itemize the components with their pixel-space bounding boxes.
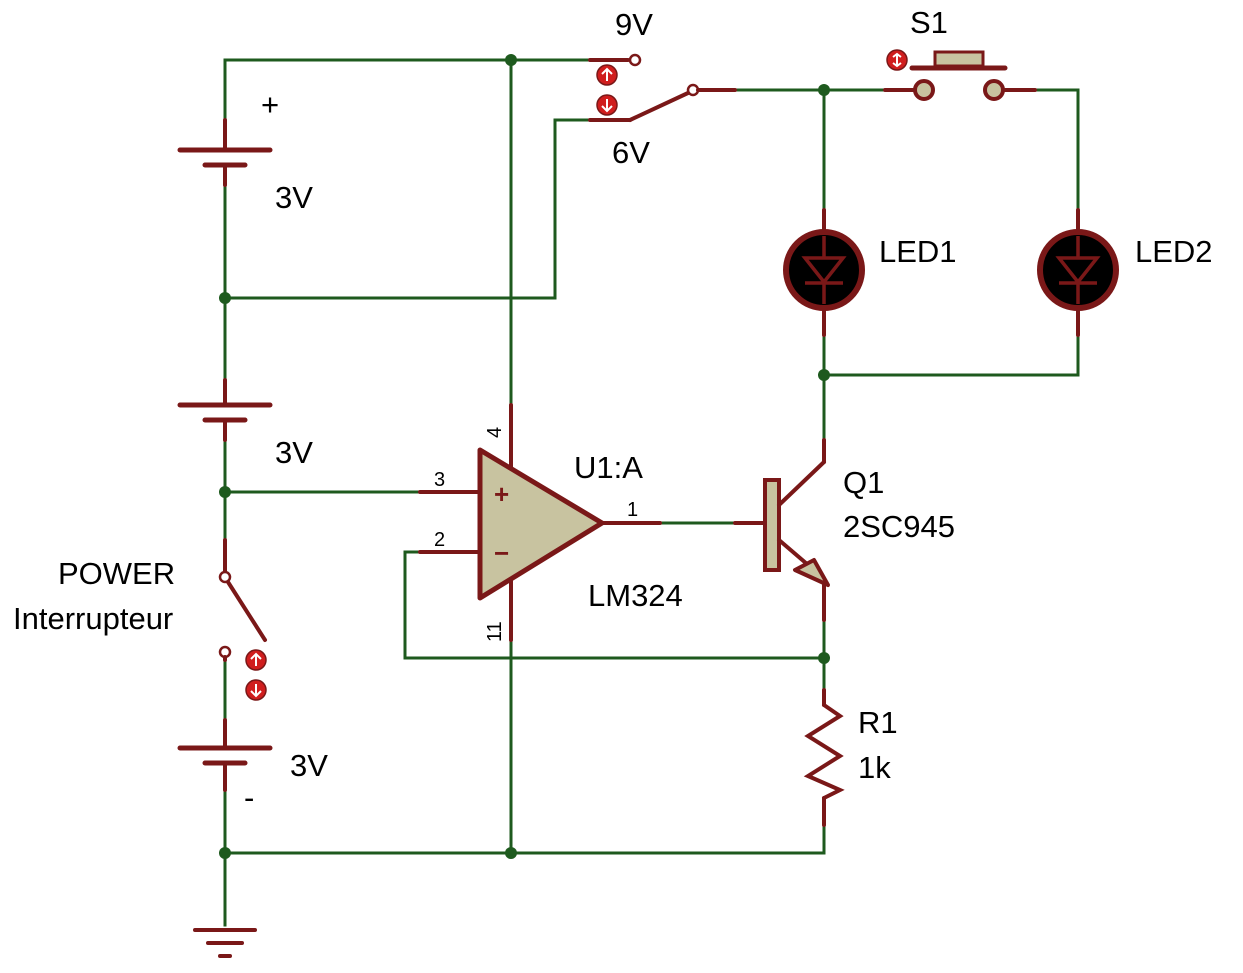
junction-dot xyxy=(505,847,517,859)
arrow-up-icon[interactable] xyxy=(596,64,618,86)
arrow-down-icon[interactable] xyxy=(245,679,267,701)
label-battery-minus: - xyxy=(244,780,254,815)
label-transistor-ref: Q1 xyxy=(843,465,884,500)
label-opamp-ref: U1:A xyxy=(574,450,643,485)
toggle-icon[interactable] xyxy=(886,49,908,71)
label-power: POWER xyxy=(58,556,175,591)
power-switch xyxy=(218,538,267,701)
label-battery-top: 3V xyxy=(275,180,313,215)
label-battery-mid: 3V xyxy=(275,435,313,470)
label-resistor-value: 1k xyxy=(858,750,891,785)
pin-label-3: 3 xyxy=(434,469,445,491)
pin-label-2: 2 xyxy=(434,529,445,551)
pin-label-4: 4 xyxy=(484,427,506,438)
label-transistor-part: 2SC945 xyxy=(843,509,955,544)
junction-dot xyxy=(219,847,231,859)
selector-switch xyxy=(588,53,737,122)
transistor-q1 xyxy=(733,438,830,622)
junction-dot xyxy=(818,84,830,96)
pushbutton-s1 xyxy=(883,49,1037,101)
led1 xyxy=(783,208,865,337)
pin-label-1: 1 xyxy=(627,499,638,521)
junctions xyxy=(219,54,830,859)
labels: 9V 6V S1 LED1 LED2 + 3V 3V 3V - POWER In… xyxy=(13,5,1213,815)
opamp-u1a: + − xyxy=(418,403,662,642)
wires xyxy=(223,58,1080,927)
pin-label-11: 11 xyxy=(484,621,506,642)
led2 xyxy=(1037,208,1119,337)
junction-dot xyxy=(505,54,517,66)
label-9v: 9V xyxy=(615,7,653,42)
label-led2: LED2 xyxy=(1135,234,1213,269)
battery-mid xyxy=(177,378,273,442)
junction-dot xyxy=(219,292,231,304)
arrow-up-icon[interactable] xyxy=(245,649,267,671)
junction-dot xyxy=(219,486,231,498)
opamp-minus-sign: − xyxy=(494,538,509,568)
label-led1: LED1 xyxy=(879,234,957,269)
label-opamp-part: LM324 xyxy=(588,578,683,613)
label-battery-plus: + xyxy=(261,87,279,122)
label-s1: S1 xyxy=(910,5,948,40)
junction-dot xyxy=(818,369,830,381)
label-6v: 6V xyxy=(612,135,650,170)
opamp-plus-sign: + xyxy=(494,479,509,509)
ground-icon xyxy=(193,928,257,958)
label-battery-bottom: 3V xyxy=(290,748,328,783)
arrow-down-icon[interactable] xyxy=(596,94,618,116)
junction-dot xyxy=(818,652,830,664)
battery-bottom xyxy=(177,718,273,792)
label-resistor-ref: R1 xyxy=(858,705,898,740)
resistor-r1 xyxy=(803,688,845,827)
label-interrupteur: Interrupteur xyxy=(13,601,173,636)
battery-top xyxy=(177,118,273,187)
